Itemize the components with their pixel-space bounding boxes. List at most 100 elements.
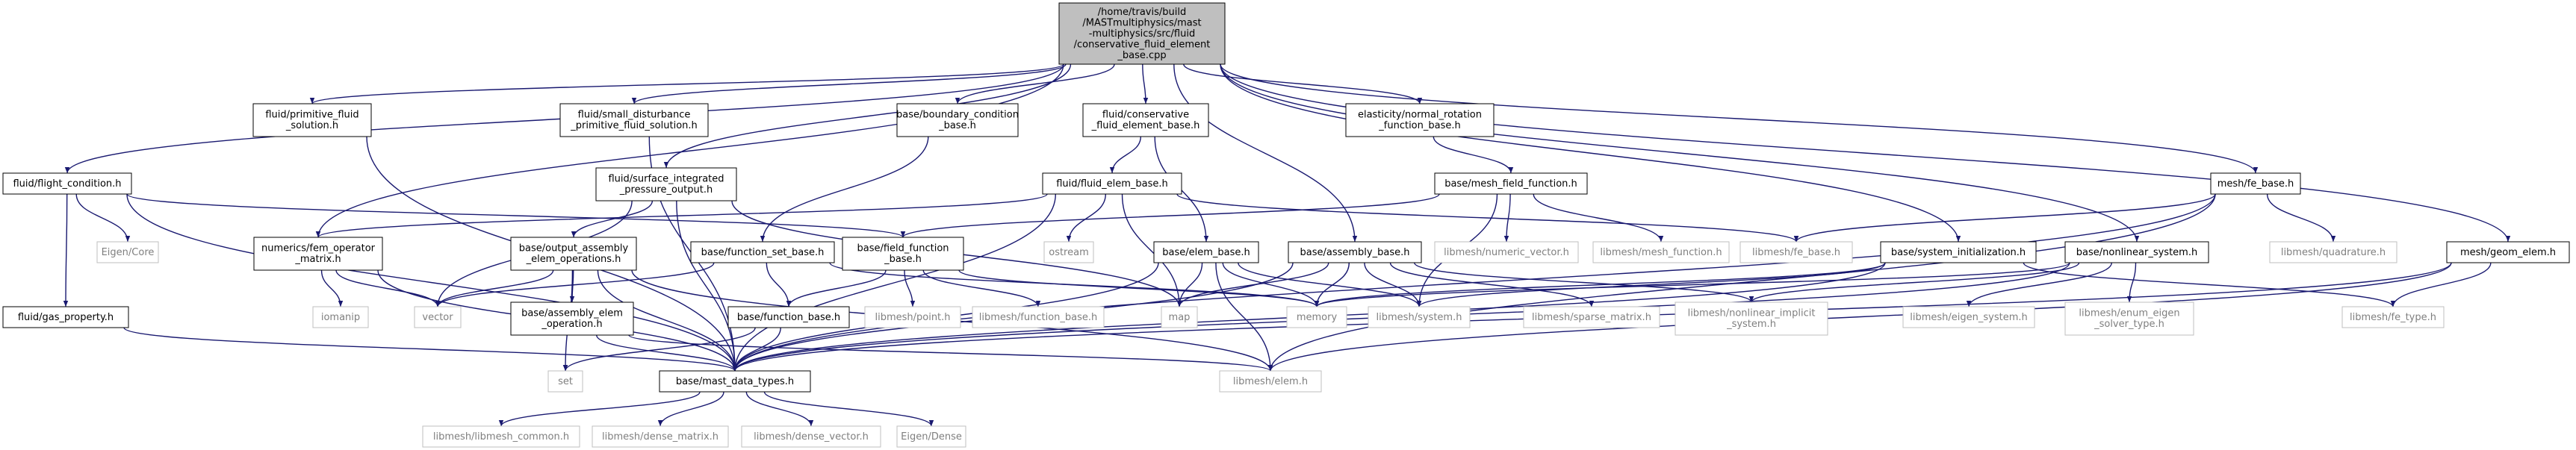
edge-system_initialization-to-libmesh_system bbox=[1416, 262, 1886, 307]
node-label: libmesh/quadrature.h bbox=[2281, 247, 2386, 258]
node-eigen-core: Eigen/Core bbox=[96, 241, 159, 263]
edge-elem_base-to-libmesh_system bbox=[1238, 262, 1422, 307]
node-label: base/boundary_condition bbox=[896, 110, 1019, 121]
edge-function_set_base-to-vector bbox=[435, 262, 715, 307]
node-elem-base[interactable]: base/elem_base.h bbox=[1153, 241, 1259, 263]
node-box bbox=[422, 425, 580, 448]
node-conservative-fluid-element-base[interactable]: fluid/conservative_fluid_element_base.h bbox=[1082, 103, 1209, 137]
edge-fe_base-to-quadrature bbox=[2266, 193, 2336, 243]
node-box bbox=[1043, 241, 1094, 263]
node-box bbox=[1902, 306, 2035, 328]
node-output-assembly[interactable]: base/output_assembly_elem_operations.h bbox=[510, 237, 637, 271]
edge-mast_data_types-to-eigen_dense bbox=[763, 391, 934, 427]
node-label: Eigen/Core bbox=[102, 247, 155, 258]
node-set: set bbox=[547, 370, 583, 393]
node-label: /home/travis/build bbox=[1098, 7, 1186, 18]
edge-fluid_elem_base-to-libmesh_fe_base bbox=[1176, 193, 1798, 243]
node-function-set-base[interactable]: base/function_set_base.h bbox=[690, 241, 835, 263]
node-small-disturbance[interactable]: fluid/small_disturbance_primitive_fluid_… bbox=[559, 103, 709, 137]
node-label: _base.cpp bbox=[1117, 50, 1166, 61]
edge-elem_base-to-memory bbox=[1222, 262, 1320, 307]
edge-function_base-to-set bbox=[562, 327, 756, 372]
edge-root-to-primitive_fluid_solution bbox=[310, 63, 1064, 104]
node-assembly-base[interactable]: base/assembly_base.h bbox=[1288, 241, 1422, 263]
node-label: libmesh/numeric_vector.h bbox=[1444, 247, 1569, 258]
node-normal-rotation[interactable]: elasticity/normal_rotation_function_base… bbox=[1345, 103, 1495, 137]
node-nonlinear-system[interactable]: base/nonlinear_system.h bbox=[2064, 241, 2209, 263]
node-label: fluid/fluid_elem_base.h bbox=[1056, 178, 1168, 190]
node-box bbox=[896, 425, 966, 448]
edge-mast_data_types-to-dense_matrix bbox=[657, 391, 724, 427]
edge-fem_operator_matrix-to-vector bbox=[335, 269, 441, 307]
node-memory: memory bbox=[1286, 306, 1347, 328]
node-label: base/system_initialization.h bbox=[1891, 247, 2026, 258]
edge-output_assembly-to-assembly_elem_operation bbox=[569, 269, 575, 303]
node-box bbox=[1042, 172, 1182, 195]
edge-root-to-surface_integrated bbox=[663, 63, 1072, 169]
edge-boundary_condition_base-to-function_set_base bbox=[760, 136, 929, 243]
node-primitive-fluid-solution[interactable]: fluid/primitive_fluid_solution.h bbox=[252, 103, 372, 137]
edge-root-to-boundary_condition_base bbox=[955, 63, 1115, 104]
node-fluid-elem-base[interactable]: fluid/fluid_elem_base.h bbox=[1042, 172, 1182, 195]
node-label: _pressure_output.h bbox=[619, 184, 713, 196]
node-label: libmesh/eigen_system.h bbox=[1910, 312, 2028, 323]
edge-nonlinear_system-to-enum_eigen bbox=[2126, 262, 2137, 303]
edge-output_assembly-to-vector bbox=[435, 269, 554, 307]
node-label: ostream bbox=[1049, 247, 1089, 258]
node-label: base/function_set_base.h bbox=[701, 247, 825, 258]
node-box bbox=[1161, 306, 1198, 328]
node-box bbox=[414, 306, 462, 328]
node-label: _base.h bbox=[938, 120, 976, 131]
edge-geom_elem-to-fe_type bbox=[2390, 262, 2492, 307]
node-system-initialization[interactable]: base/system_initialization.h bbox=[1880, 241, 2037, 263]
node-label: base/assembly_elem bbox=[521, 308, 623, 319]
node-flight-condition[interactable]: fluid/flight_condition.h bbox=[2, 172, 132, 195]
node-eigen-system: libmesh/eigen_system.h bbox=[1902, 306, 2035, 328]
node-box bbox=[1592, 241, 1730, 263]
node-boundary-condition-base[interactable]: base/boundary_condition_base.h bbox=[896, 103, 1019, 137]
node-label: _operation.h bbox=[541, 319, 602, 330]
node-box bbox=[2064, 301, 2194, 336]
node-dense-vector: libmesh/dense_vector.h bbox=[741, 425, 881, 448]
node-box bbox=[2, 306, 129, 328]
node-label: libmesh/sparse_matrix.h bbox=[1532, 312, 1651, 323]
node-surface-integrated[interactable]: fluid/surface_integrated_pressure_output… bbox=[595, 167, 737, 201]
node-function-base[interactable]: base/function_base.h bbox=[727, 306, 850, 328]
node-box bbox=[1739, 241, 1853, 263]
edge-system_initialization-to-fe_type bbox=[2023, 262, 2396, 307]
edge-root-to-small_disturbance bbox=[631, 63, 1067, 104]
node-label: _system.h bbox=[1726, 319, 1776, 330]
node-label: /conservative_fluid_element bbox=[1074, 39, 1211, 50]
node-fem-operator-matrix[interactable]: numerics/fem_operator_matrix.h bbox=[253, 237, 383, 271]
node-box bbox=[2341, 306, 2445, 328]
node-libmesh-function-base: libmesh/function_base.h bbox=[972, 306, 1105, 328]
node-box bbox=[864, 306, 961, 328]
node-fe-base[interactable]: mesh/fe_base.h bbox=[2210, 172, 2301, 195]
node-label: base/nonlinear_system.h bbox=[2076, 247, 2197, 258]
node-geom-elem[interactable]: mesh/geom_elem.h bbox=[2446, 241, 2570, 263]
node-libmesh-system: libmesh/system.h bbox=[1368, 306, 1471, 328]
node-enum-eigen: libmesh/enum_eigen_solver_type.h bbox=[2064, 301, 2194, 336]
node-mast-data-types[interactable]: base/mast_data_types.h bbox=[659, 370, 811, 393]
edge-root-to-geom_elem bbox=[1220, 63, 2511, 243]
node-mesh-field-function[interactable]: base/mesh_field_function.h bbox=[1434, 172, 1588, 195]
edge-assembly_base-to-nonlinear_implicit bbox=[1414, 262, 1754, 303]
node-box bbox=[1368, 306, 1471, 328]
node-field-function-base[interactable]: base/field_function_base.h bbox=[842, 237, 964, 271]
node-label: iomanip bbox=[321, 312, 360, 323]
edge-gas_property-to-mast_data_types bbox=[123, 327, 737, 372]
edge-fluid_elem_base-to-fem_operator_matrix bbox=[316, 193, 1048, 238]
node-label: libmesh/system.h bbox=[1377, 312, 1462, 323]
node-label: _base.h bbox=[884, 254, 922, 265]
node-root: /home/travis/build/MASTmultiphysics/mast… bbox=[1058, 2, 1226, 65]
node-box bbox=[592, 425, 729, 448]
edge-mast_data_types-to-dense_vector bbox=[745, 391, 814, 427]
node-label: libmesh/nonlinear_implicit bbox=[1688, 308, 1816, 319]
node-box bbox=[510, 301, 634, 336]
node-box bbox=[659, 370, 811, 393]
node-label: set bbox=[558, 376, 573, 387]
node-gas-property[interactable]: fluid/gas_property.h bbox=[2, 306, 129, 328]
node-assembly-elem-operation[interactable]: base/assembly_elem_operation.h bbox=[510, 301, 634, 336]
